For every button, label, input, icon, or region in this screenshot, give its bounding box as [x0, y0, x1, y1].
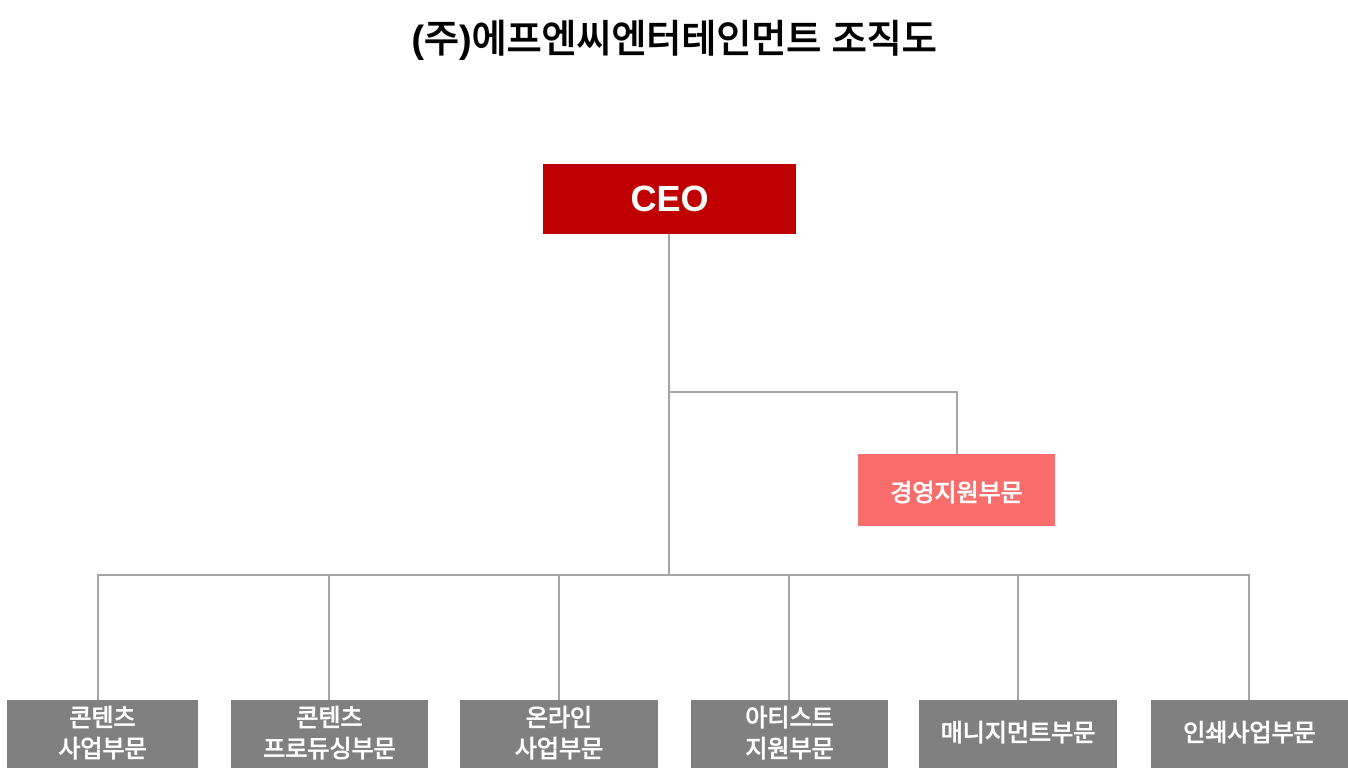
- connector-drop-2: [328, 576, 330, 700]
- dept-label-line: 콘텐츠: [296, 704, 363, 732]
- connector-support-branch-vertical: [956, 391, 958, 454]
- connector-drop-1: [97, 576, 99, 700]
- node-dept-content-business: 콘텐츠 사업부문: [7, 700, 198, 768]
- connector-drop-3: [558, 576, 560, 700]
- node-dept-content-producing: 콘텐츠 프로듀싱부문: [231, 700, 428, 768]
- node-support-division-label: 경영지원부문: [890, 479, 1023, 507]
- dept-label-line: 지원부문: [745, 736, 834, 763]
- dept-label-line: 사업부문: [514, 736, 604, 763]
- node-dept-artist-support: 아티스트 지원부문: [691, 700, 888, 768]
- node-support-division: 경영지원부문: [858, 454, 1055, 526]
- dept-label-line: 아티스트: [745, 704, 834, 732]
- connector-drop-5: [1017, 576, 1019, 700]
- node-dept-online-business: 온라인 사업부문: [460, 700, 658, 768]
- dept-label-line: 인쇄사업부문: [1183, 720, 1316, 748]
- connector-department-rail: [97, 574, 1250, 576]
- dept-label-line: 매니지먼트부문: [940, 720, 1096, 748]
- dept-label-line: 콘텐츠: [69, 704, 136, 732]
- connector-ceo-spine: [668, 234, 670, 575]
- dept-label-line: 온라인: [525, 704, 593, 732]
- dept-label-line: 프로듀싱부문: [263, 736, 396, 763]
- node-dept-management: 매니지먼트부문: [919, 700, 1117, 768]
- connector-drop-4: [788, 576, 790, 700]
- connector-support-branch-horizontal: [668, 391, 958, 393]
- connector-drop-6: [1248, 576, 1250, 700]
- node-ceo: CEO: [543, 164, 796, 234]
- chart-title: (주)에프엔씨엔터테인먼트 조직도: [411, 19, 937, 61]
- node-ceo-label: CEO: [630, 178, 709, 219]
- dept-label-line: 사업부문: [58, 736, 147, 763]
- node-dept-printing-business: 인쇄사업부문: [1151, 700, 1348, 768]
